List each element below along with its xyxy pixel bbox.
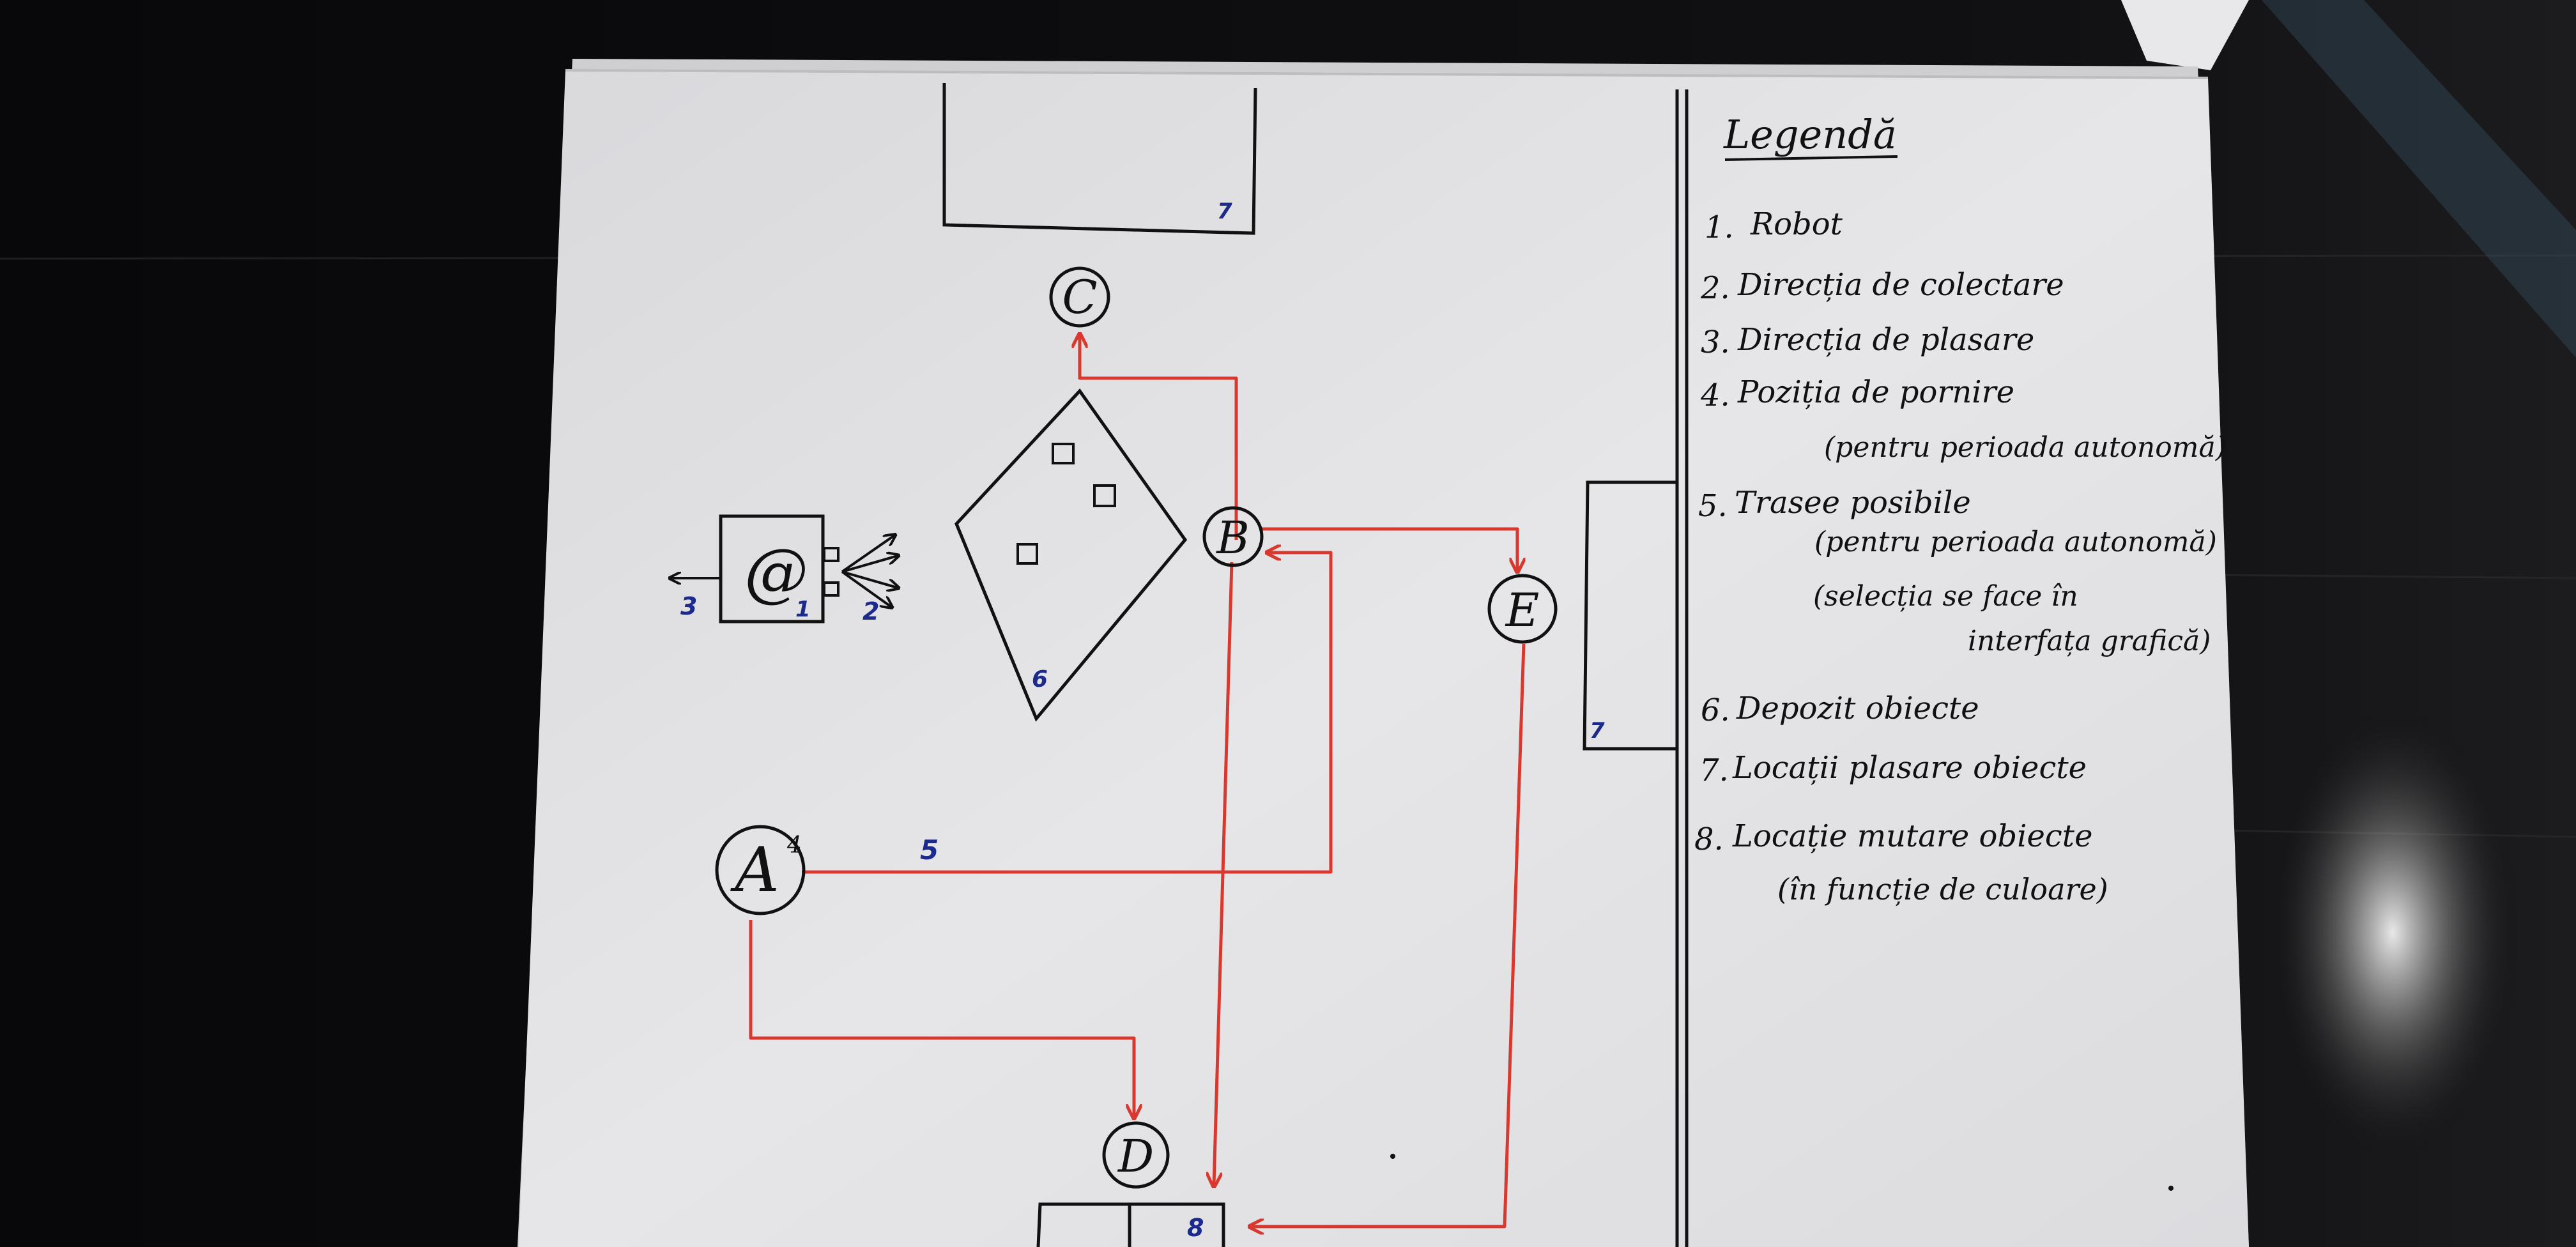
node-e: E [1487, 574, 1558, 644]
robot-label-1: 1 [795, 597, 811, 622]
placement-right-number: 7 [1590, 718, 1605, 744]
depot-object [1016, 543, 1038, 565]
object-depot [954, 388, 1188, 722]
svg-text:C: C [1062, 270, 1097, 324]
legend-item-8: 8. Locație mutare obiecte [1694, 818, 2092, 857]
move-location-boxes [1036, 1202, 1225, 1247]
legend-item-4-note: (pentru perioada autonomă) [1824, 431, 2227, 464]
legend-item-2: 2. Direcția de colectare [1700, 267, 2064, 306]
svg-text:D: D [1117, 1130, 1154, 1182]
legend-title: Legendă [1723, 111, 1897, 158]
legend-item-4: 4. Poziția de pornire [1700, 374, 2014, 413]
placement-top-number: 7 [1217, 199, 1232, 224]
legend-item-5-note-2: (selecția se face în [1813, 580, 2078, 613]
legend-item-7: 7. Locații plasare obiecte [1699, 750, 2087, 788]
node-c: C [1049, 266, 1110, 328]
legend-item-1: 1. Robot [1705, 206, 1843, 245]
clear-ruler [2262, 0, 2576, 358]
route-number: 5 [920, 834, 939, 866]
robot-collector [823, 581, 839, 597]
legend-item-5-note-1: (pentru perioada autonomă) [1814, 526, 2217, 558]
paper-top-edge [565, 69, 2209, 79]
legend-item-6: 6. Depozit obiecte [1701, 691, 1979, 728]
possible-routes [749, 335, 1524, 1227]
legend-title-underline [1724, 155, 1898, 161]
robot-collector [823, 547, 839, 562]
move-location-number: 8 [1187, 1214, 1204, 1242]
placement-box-top [942, 83, 1257, 235]
svg-text:A: A [730, 834, 779, 906]
placement-box-right [1583, 480, 1677, 751]
legend-divider [1675, 89, 1689, 1247]
depot-object [1093, 484, 1116, 507]
depot-object [1052, 443, 1075, 464]
robot-symbol: @ [744, 535, 808, 609]
svg-text:B: B [1215, 512, 1249, 564]
node-b: B [1202, 506, 1264, 567]
node-d: D [1102, 1121, 1170, 1189]
robot-label-3: 3 [680, 592, 697, 620]
pen-dot [2168, 1186, 2174, 1191]
light-glare [2265, 703, 2520, 1163]
node-a-start: A 4 [715, 825, 806, 915]
paper-corner [2121, 0, 2249, 70]
svg-text:4: 4 [786, 832, 802, 859]
legend: Legendă 1. Robot 2. Direcția de colectar… [1694, 111, 2227, 907]
robot-label-2: 2 [862, 597, 879, 625]
legend-item-3: 3. Direcția de plasare [1701, 322, 2034, 360]
pen-dot [1390, 1154, 1395, 1159]
legend-item-5: 5. Trasee posibile [1698, 485, 1971, 524]
svg-text:E: E [1505, 583, 1540, 637]
robot-body [719, 514, 825, 624]
paper-sheet [519, 70, 2249, 1247]
collection-direction-arrows [841, 535, 898, 607]
legend-item-8-note: (în funcție de culoare) [1777, 872, 2108, 907]
legend-item-5-note-3: interfața grafică) [1968, 625, 2211, 657]
depot-number: 6 [1032, 666, 1048, 692]
